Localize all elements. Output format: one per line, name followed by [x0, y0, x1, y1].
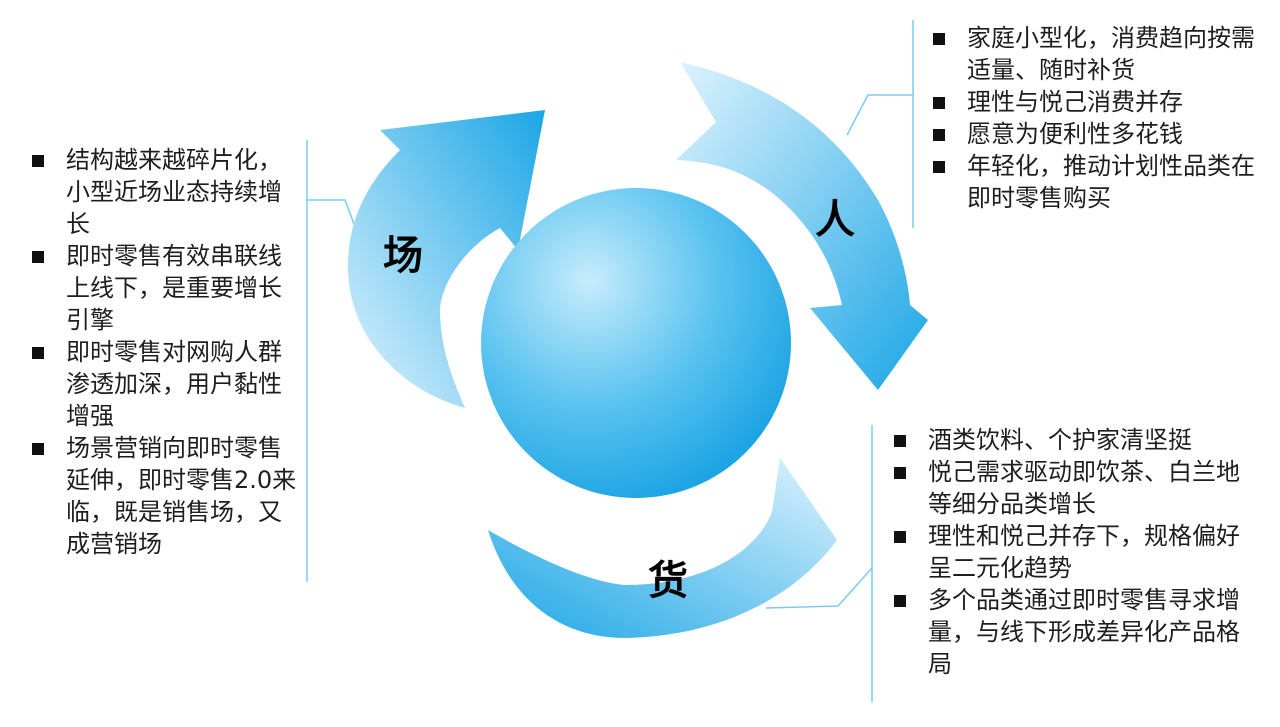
square-bullet-icon: [933, 161, 945, 173]
arrow-huo: [488, 458, 837, 638]
list-item: 场景营销向即时零售延伸，即时零售2.0来临，既是销售场，又成营销场: [28, 432, 303, 560]
label-ren: 人: [815, 197, 855, 243]
panel-huo: 酒类饮料、个护家清坚挺 悦己需求驱动即饮茶、白兰地等细分品类增长 理性和悦己并存…: [890, 424, 1250, 680]
connector-ren: [846, 94, 913, 136]
square-bullet-icon: [894, 467, 906, 479]
connector-lines: [306, 20, 914, 702]
list-item: 多个品类通过即时零售寻求增量，与线下形成差异化产品格局: [890, 584, 1250, 680]
list-item: 年轻化，推动计划性品类在即时零售购买: [929, 150, 1259, 214]
list-item: 理性与悦己消费并存: [929, 86, 1259, 118]
label-chang: 场: [383, 233, 423, 279]
list-item: 理性和悦己并存下，规格偏好呈二元化趋势: [890, 520, 1250, 584]
list-item: 愿意为便利性多花钱: [929, 118, 1259, 150]
square-bullet-icon: [933, 33, 945, 45]
square-bullet-icon: [32, 443, 44, 455]
panel-ren: 家庭小型化，消费趋向按需适量、随时补货 理性与悦己消费并存 愿意为便利性多花钱 …: [929, 22, 1259, 214]
list-item: 悦己需求驱动即饮茶、白兰地等细分品类增长: [890, 456, 1250, 520]
list-item: 即时零售有效串联线上线下，是重要增长引擎: [28, 240, 303, 336]
square-bullet-icon: [933, 97, 945, 109]
square-bullet-icon: [933, 129, 945, 141]
arrow-ren: [676, 62, 928, 390]
center-sphere: [481, 188, 791, 498]
square-bullet-icon: [894, 531, 906, 543]
list-item: 家庭小型化，消费趋向按需适量、随时补货: [929, 22, 1259, 86]
square-bullet-icon: [894, 595, 906, 607]
list-item: 即时零售对网购人群渗透加深，用户黏性增强: [28, 336, 303, 432]
connector-huo: [765, 567, 873, 609]
square-bullet-icon: [32, 155, 44, 167]
list-item: 酒类饮料、个护家清坚挺: [890, 424, 1250, 456]
arrow-chang: [347, 110, 545, 408]
label-huo: 货: [648, 558, 688, 604]
square-bullet-icon: [32, 251, 44, 263]
square-bullet-icon: [32, 347, 44, 359]
square-bullet-icon: [894, 435, 906, 447]
list-item: 结构越来越碎片化，小型近场业态持续增长: [28, 144, 303, 240]
panel-chang: 结构越来越碎片化，小型近场业态持续增长 即时零售有效串联线上线下，是重要增长引擎…: [28, 144, 303, 560]
